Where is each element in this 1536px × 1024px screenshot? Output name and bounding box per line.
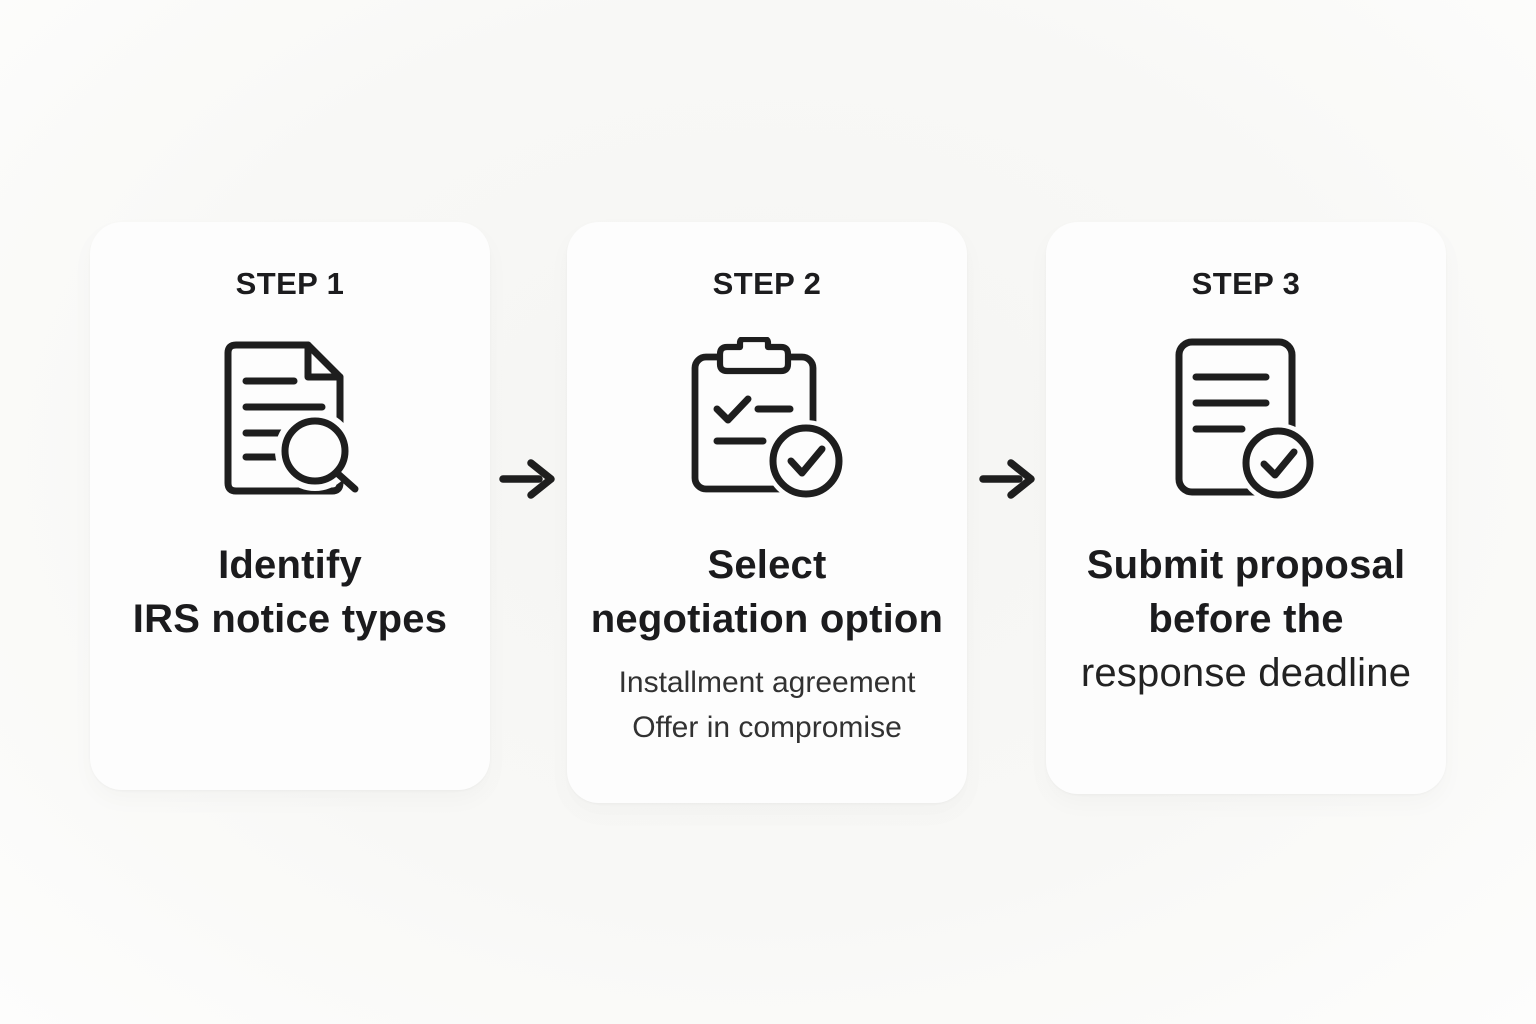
arrow-right-icon xyxy=(979,459,1035,499)
step-2-subtitle: Installment agreement Offer in compromis… xyxy=(619,660,916,750)
step-2-subtitle-line: Offer in compromise xyxy=(632,711,902,744)
step-2-title-line: negotiation option xyxy=(590,597,944,641)
step-card-2: STEP 2 Select negotiation option xyxy=(567,222,967,803)
arrow-right-icon xyxy=(499,459,555,499)
document-search-icon xyxy=(220,338,360,498)
step-2-subtitle-line: Installment agreement xyxy=(618,666,916,699)
step-card-3: STEP 3 Submit proposal before the respon… xyxy=(1046,222,1446,794)
step-2-title: Select negotiation option xyxy=(591,538,943,646)
step-1-title-line: Identify xyxy=(218,543,362,587)
step-3-title: Submit proposal before the response dead… xyxy=(1081,538,1411,700)
step-3-title-line: Submit proposal xyxy=(1086,543,1406,587)
step-card-1: STEP 1 Identify IRS notice types xyxy=(90,222,490,790)
step-3-title-line: response deadline xyxy=(1080,651,1412,695)
step-2-title-line: Select xyxy=(707,543,827,587)
step-3-label: STEP 3 xyxy=(1191,266,1301,301)
step-3-title-line: before the xyxy=(1148,597,1344,641)
step-1-title-line: IRS notice types xyxy=(132,597,448,641)
document-check-icon xyxy=(1174,338,1319,499)
clipboard-check-icon xyxy=(690,337,845,499)
step-1-title: Identify IRS notice types xyxy=(133,538,447,646)
step-2-label: STEP 2 xyxy=(712,266,822,301)
step-1-label: STEP 1 xyxy=(235,266,345,301)
